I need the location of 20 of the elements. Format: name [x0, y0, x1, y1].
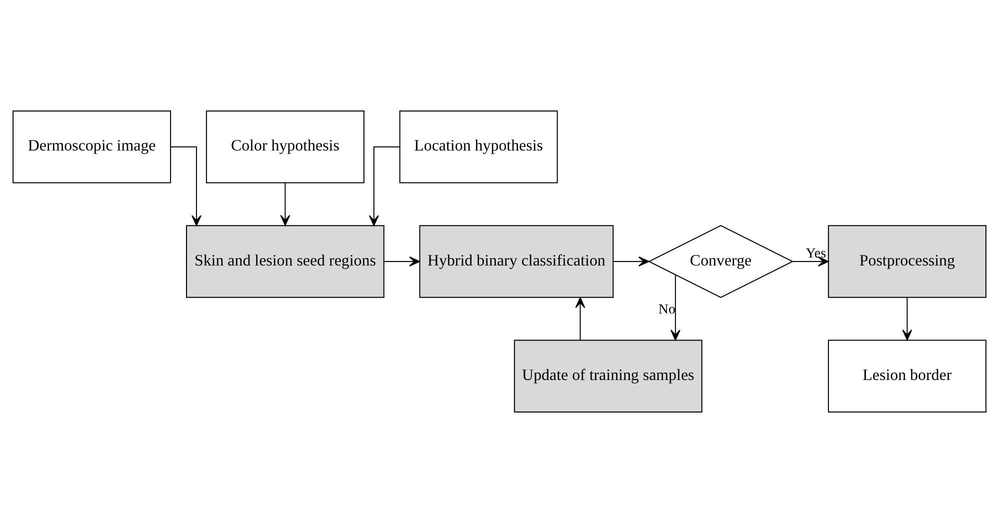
arrow — [383, 256, 420, 266]
edge-label: Yes — [806, 246, 826, 262]
edge-label: No — [658, 302, 676, 318]
node-diamond: Converge — [648, 225, 794, 298]
arrow — [368, 146, 400, 226]
node-box: Hybrid binary classification — [419, 225, 614, 298]
arrow — [902, 296, 912, 340]
arrow — [170, 146, 202, 226]
node-box: Skin and lesion seed regions — [186, 225, 384, 298]
node-box: Update of training samples — [514, 340, 702, 413]
arrow — [612, 256, 650, 266]
node-box: Postprocessing — [828, 225, 986, 298]
node-box: Lesion border — [828, 340, 986, 413]
arrow — [792, 256, 829, 266]
node-box: Location hypothesis — [399, 110, 558, 184]
arrow — [575, 297, 586, 341]
node-box: Dermoscopic image — [12, 110, 172, 184]
arrow — [280, 182, 290, 226]
arrow — [670, 274, 680, 340]
node-box: Color hypothesis — [206, 110, 364, 184]
